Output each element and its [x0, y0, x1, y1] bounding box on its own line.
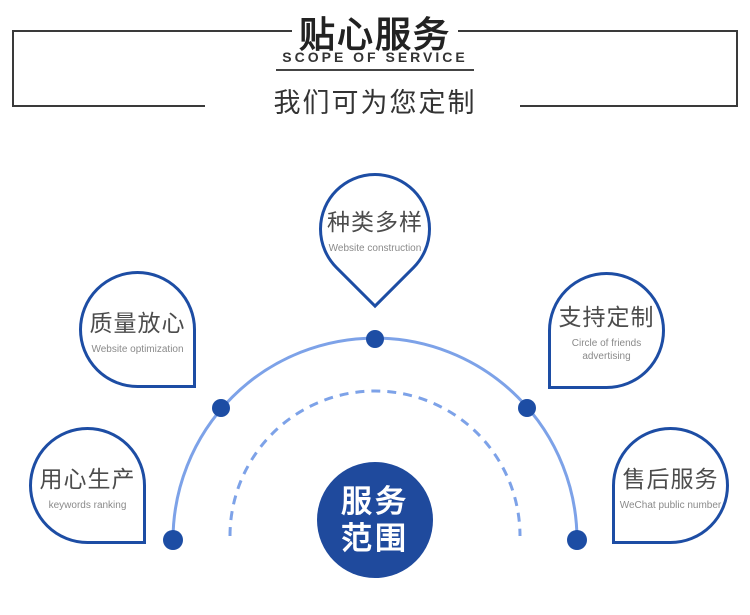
service-bubble-quality: 质量放心 Website optimization: [79, 271, 196, 388]
center-badge-line2: 范围: [341, 521, 409, 556]
frame-top-left-line: [12, 30, 292, 32]
center-scope-badge: 服务 范围: [317, 462, 433, 578]
frame-top-right-line: [458, 30, 738, 32]
arc-node-dot-right-mid: [518, 399, 536, 417]
frame-bottom-left-line: [12, 105, 205, 107]
service-bubble-aftersale: 售后服务 WeChat public number: [612, 427, 729, 544]
bubble-subtitle: Website optimization: [91, 343, 184, 355]
bubble-title: 售后服务: [622, 465, 719, 492]
frame-right-line: [736, 30, 738, 107]
bubble-subtitle: keywords ranking: [48, 499, 127, 511]
arc-node-dot-top: [366, 330, 384, 348]
frame-bottom-right-line: [520, 105, 738, 107]
center-badge-line1: 服务: [341, 483, 409, 519]
page-title: 贴心服务: [298, 14, 451, 55]
bubble-title: 质量放心: [89, 310, 186, 336]
bubble-subtitle: Website construction: [328, 243, 422, 254]
arc-node-dot-left-mid: [212, 399, 230, 417]
bubble-title: 种类多样: [327, 209, 423, 235]
bubble-title: 支持定制: [558, 304, 655, 330]
page-subtitle: SCOPE OF SERVICE: [276, 49, 474, 71]
service-bubble-production: 用心生产 keywords ranking: [29, 427, 146, 544]
frame-left-line: [12, 30, 14, 107]
arc-node-dot-left-end: [163, 530, 183, 550]
service-bubble-variety: 种类多样 Website construction: [319, 173, 431, 285]
arc-node-dot-right-end: [567, 530, 587, 550]
service-bubble-custom: 支持定制 Circle of friends advertising: [548, 272, 665, 389]
bubble-subtitle: Circle of friends advertising: [571, 338, 642, 362]
inner-dashed-arc: [228, 389, 522, 537]
bubble-subtitle: WeChat public number: [619, 499, 722, 511]
bubble-title: 用心生产: [39, 466, 136, 492]
page-tagline: 我们可为您定制: [273, 88, 477, 118]
page-subtitle-wrap: SCOPE OF SERVICE: [0, 49, 750, 71]
